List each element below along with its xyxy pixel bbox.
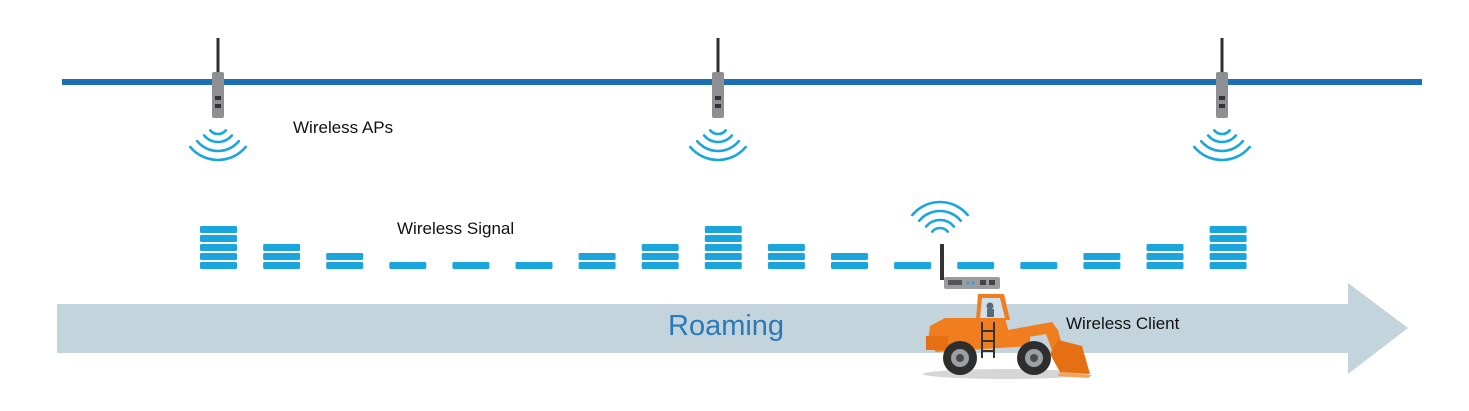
wireless-signal-label: Wireless Signal xyxy=(397,219,515,238)
signal-bar xyxy=(894,262,932,269)
wireless-client-label: Wireless Client xyxy=(1066,314,1180,333)
access-point xyxy=(1216,38,1228,118)
signal-bar xyxy=(957,262,995,269)
signal-bar xyxy=(1146,244,1184,269)
signal-bar xyxy=(389,262,427,269)
antenna-icon xyxy=(216,38,220,74)
wifi-waves-icon xyxy=(1192,129,1252,162)
signal-strength-bars xyxy=(200,226,1247,269)
signal-bar xyxy=(326,253,364,269)
antenna-icon xyxy=(1220,38,1224,74)
signal-bar xyxy=(515,262,553,269)
wifi-waves-icon xyxy=(910,200,970,233)
signal-bar xyxy=(831,253,868,269)
wireless-module-icon xyxy=(944,277,1000,289)
wifi-waves-icon xyxy=(688,129,748,162)
roaming-label: Roaming xyxy=(668,310,785,342)
access-point xyxy=(712,38,724,118)
signal-bar xyxy=(452,262,490,269)
backbone-line xyxy=(62,79,1422,85)
signal-bar xyxy=(263,244,301,269)
antenna-icon xyxy=(716,38,720,74)
signal-bar xyxy=(578,253,616,269)
signal-bar xyxy=(641,244,679,269)
signal-bar xyxy=(1083,253,1121,269)
access-points xyxy=(188,38,1252,162)
access-point xyxy=(212,38,224,118)
signal-bar xyxy=(704,226,742,269)
signal-bar xyxy=(200,226,237,269)
signal-bar xyxy=(1020,262,1058,269)
wheel-loader-icon xyxy=(923,244,1092,379)
wifi-waves-icon xyxy=(188,129,248,162)
signal-bar xyxy=(767,244,805,269)
wireless-aps-label: Wireless APs xyxy=(293,118,394,137)
signal-bar xyxy=(1209,226,1247,269)
